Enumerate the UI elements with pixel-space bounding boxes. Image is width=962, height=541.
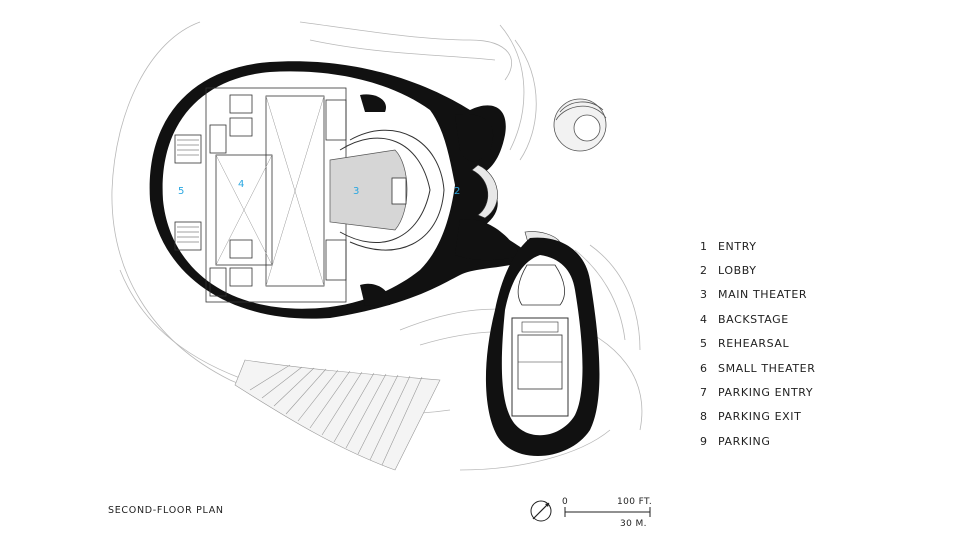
legend-number: 2 bbox=[700, 264, 708, 278]
legend-number: 4 bbox=[700, 312, 708, 326]
legend-label: ENTRY bbox=[718, 239, 757, 253]
scale-feet-label: 100 FT. bbox=[617, 497, 652, 507]
scale-zero-label: 0 bbox=[562, 497, 568, 507]
zone-label-rehearsal: 5 bbox=[178, 186, 184, 197]
parking-ramp bbox=[234, 359, 441, 471]
legend-item: 2 LOBBY bbox=[700, 258, 815, 282]
legend-label: MAIN THEATER bbox=[718, 288, 808, 302]
stair-hatch bbox=[177, 139, 199, 243]
legend-item: 1 ENTRY bbox=[700, 234, 815, 258]
legend-number: 8 bbox=[700, 410, 708, 424]
legend-number: 1 bbox=[700, 239, 708, 253]
legend-label: PARKING ENTRY bbox=[718, 386, 814, 400]
legend-item: 6 SMALL THEATER bbox=[700, 356, 815, 380]
legend-item: 4 BACKSTAGE bbox=[700, 307, 815, 331]
scale-bar: 0 100 FT. 30 M. bbox=[562, 497, 652, 529]
scale-meters-label: 30 M. bbox=[620, 519, 647, 529]
legend: 1 ENTRY 2 LOBBY 3 MAIN THEATER 4 BACKSTAGE 5… bbox=[700, 234, 815, 454]
zone-label-backstage: 4 bbox=[238, 179, 244, 190]
legend-number: 5 bbox=[700, 337, 708, 351]
legend-label: REHEARSAL bbox=[718, 337, 790, 351]
legend-label: LOBBY bbox=[718, 264, 757, 278]
plan-title: SECOND-FLOOR PLAN bbox=[108, 505, 224, 516]
legend-label: PARKING bbox=[718, 434, 771, 448]
legend-item: 5 REHEARSAL bbox=[700, 332, 815, 356]
zone-label-lobby: 2 bbox=[454, 186, 460, 197]
legend-label: PARKING EXIT bbox=[718, 410, 802, 424]
main-theater-seating bbox=[329, 129, 445, 251]
legend-item: 3 MAIN THEATER bbox=[700, 283, 815, 307]
legend-number: 6 bbox=[700, 361, 708, 375]
small-theater-wing bbox=[485, 237, 600, 457]
legend-label: SMALL THEATER bbox=[718, 361, 816, 375]
zone-label-main-theater: 3 bbox=[353, 186, 359, 197]
legend-item: 7 PARKING ENTRY bbox=[700, 380, 815, 404]
north-arrow-icon bbox=[530, 500, 552, 522]
legend-item: 8 PARKING EXIT bbox=[700, 405, 815, 429]
legend-label: BACKSTAGE bbox=[718, 312, 789, 326]
circular-kiosk bbox=[553, 98, 607, 152]
legend-item: 9 PARKING bbox=[700, 429, 815, 453]
legend-number: 9 bbox=[700, 434, 708, 448]
legend-number: 7 bbox=[700, 386, 708, 400]
legend-number: 3 bbox=[700, 288, 708, 302]
